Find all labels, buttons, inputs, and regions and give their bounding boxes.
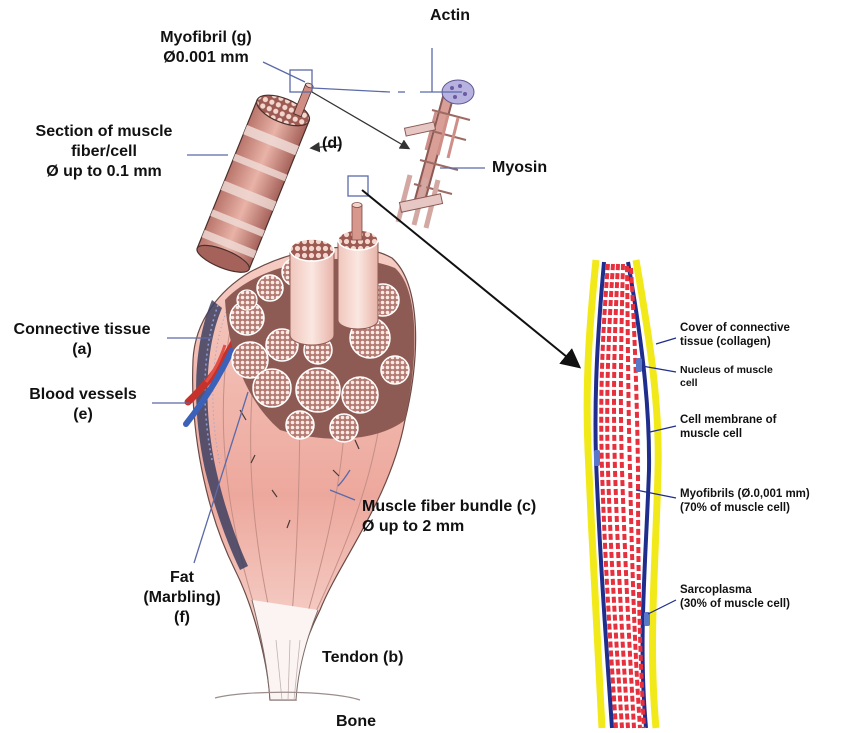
collagen-cover-label: Cover of connective tissue (collagen) <box>680 322 790 350</box>
blood-vessels-label: Blood vessels (e) <box>20 385 146 425</box>
myofibril-label: Myofibril (g) Ø0.001 mm <box>148 28 264 68</box>
bundle-label: Muscle fiber bundle (c) Ø up to 2 mm <box>362 497 536 537</box>
sarcoplasma-label: Sarcoplasma (30% of muscle cell) <box>680 584 790 612</box>
fiber-section-label: Section of muscle fiber/cell Ø up to 0.1… <box>24 122 184 182</box>
myosin-label: Myosin <box>492 158 547 178</box>
cell-membrane-label: Cell membrane of muscle cell <box>680 414 777 442</box>
connective-tissue-label: Connective tissue (a) <box>4 320 160 360</box>
muscle-cell <box>587 260 658 728</box>
nucleus-label: Nucleus of muscle cell <box>680 364 773 389</box>
myofibrils-label: Myofibrils (Ø.0,001 mm) (70% of muscle c… <box>680 488 810 516</box>
d-label: (d) <box>322 134 342 154</box>
tendon-label: Tendon (b) <box>322 648 403 668</box>
actin-label: Actin <box>430 6 470 26</box>
nucleus <box>636 358 642 372</box>
fat-label: Fat (Marbling) (f) <box>130 568 234 628</box>
bone-label: Bone <box>336 712 376 732</box>
protruding-bundles <box>290 203 378 346</box>
actin-myosin-filaments <box>398 80 474 228</box>
